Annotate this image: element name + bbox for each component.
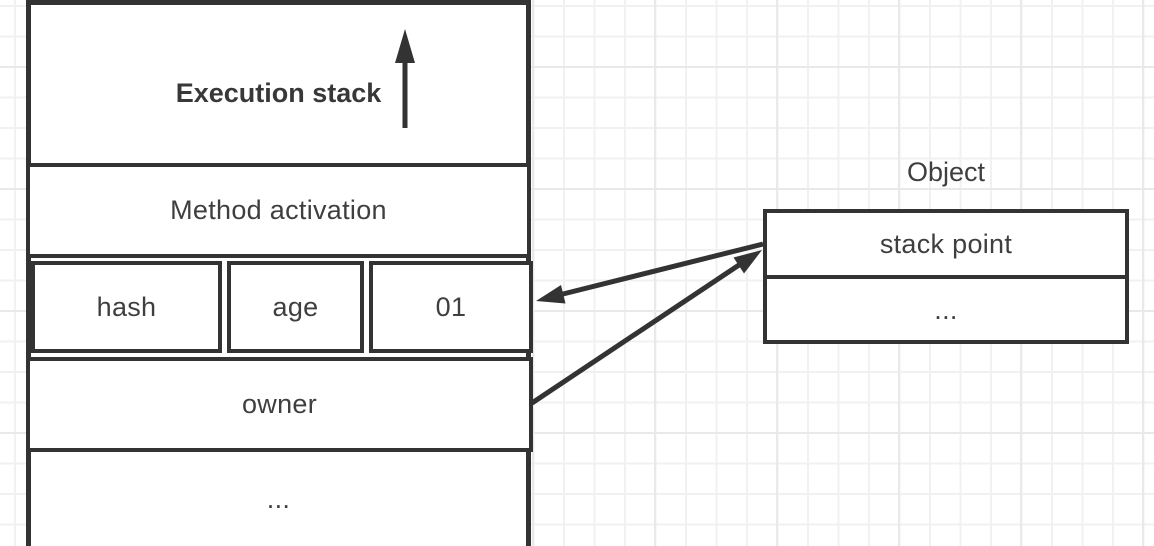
object-row-stack-point[interactable]: stack point (767, 213, 1125, 275)
stack-cell-hash[interactable]: hash (31, 261, 222, 353)
object-to-cell-01-arrow[interactable] (536, 241, 764, 304)
hash-label: hash (96, 291, 157, 322)
stack-row-ellipsis: ... (26, 452, 531, 546)
age-label: age (272, 291, 319, 322)
stack-point-label: stack point (879, 229, 1013, 260)
cell-01-label: 01 (435, 291, 467, 322)
stack-row-method-activation[interactable]: Method activation (26, 163, 531, 258)
object-title: Object (906, 157, 986, 187)
object-box[interactable]: stack point ... (763, 209, 1129, 344)
object-row-divider (767, 275, 1125, 280)
execution-stack-title: Execution stack (175, 78, 382, 108)
stack-row-owner[interactable]: owner (26, 357, 533, 452)
stack-cell-age[interactable]: age (227, 261, 364, 353)
method-activation-label: Method activation (170, 195, 387, 226)
stack-ellipsis-label: ... (266, 483, 291, 514)
owner-to-object-arrow[interactable] (530, 250, 762, 406)
object-row-ellipsis[interactable]: ... (767, 279, 1125, 340)
stack-cell-01[interactable]: 01 (369, 261, 533, 353)
object-ellipsis-label: ... (934, 294, 958, 325)
owner-label: owner (241, 389, 318, 420)
